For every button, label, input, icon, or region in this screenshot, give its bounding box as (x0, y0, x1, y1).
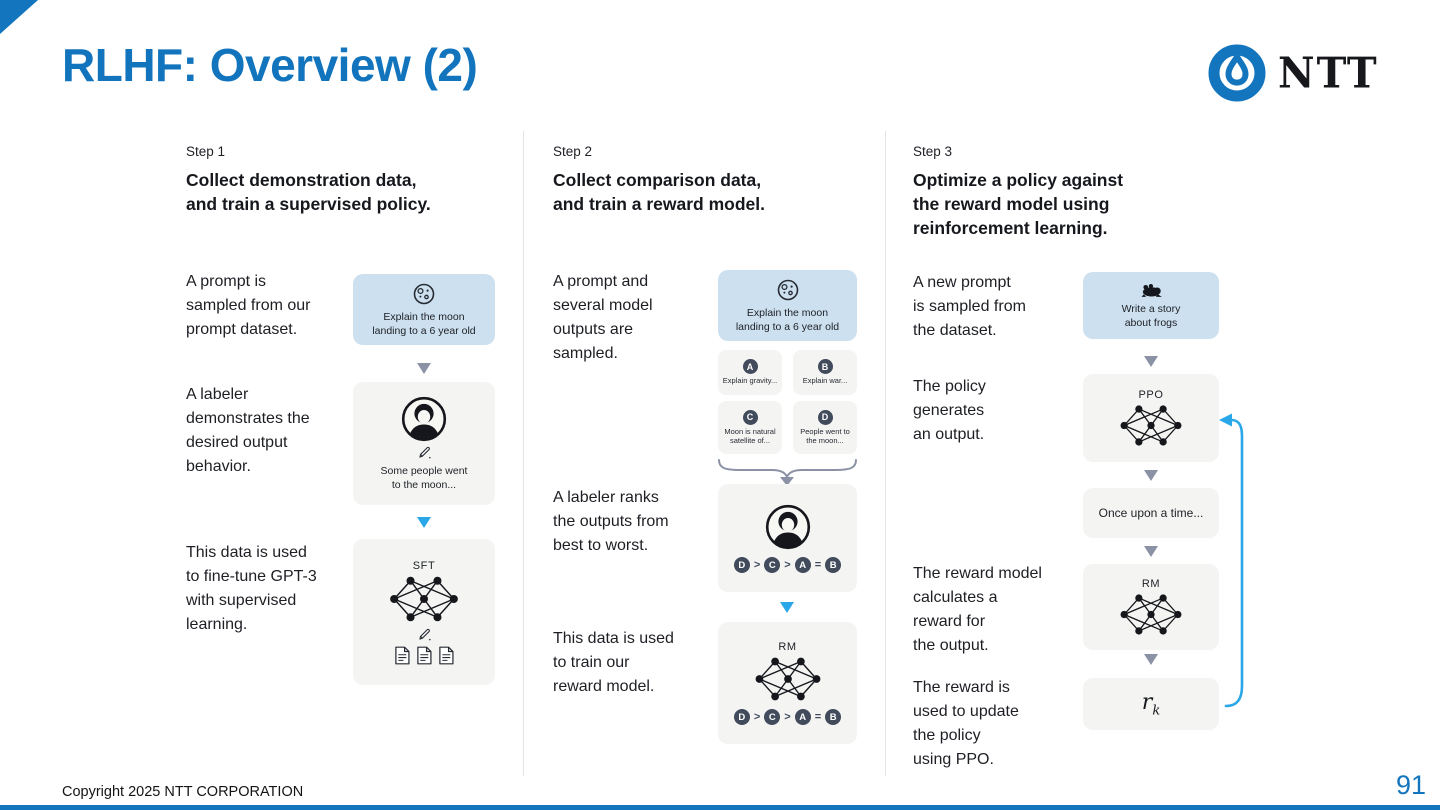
rm-label: RM (1141, 577, 1161, 590)
step1-prompt-card: Explain the moon landing to a 6 year old (353, 274, 495, 345)
document-icon (394, 646, 411, 665)
step1-labeler-card: Some people went to the moon... (353, 382, 495, 505)
step3-row2-text: The policy generates an output. (913, 378, 986, 443)
reward-symbol: rk (1141, 689, 1161, 719)
arrow-down-icon (1144, 654, 1158, 665)
rank-badge: A (794, 709, 811, 725)
step1-demo-caption: Some people went to the moon... (380, 465, 468, 491)
step2-label: Step 2 (553, 144, 593, 159)
rank-op: > (784, 559, 791, 571)
output-text-d: People went to the moon... (800, 426, 850, 446)
rank-op: = (814, 559, 822, 571)
step3-row4-text: The reward is used to update the policy … (913, 679, 1019, 768)
step3-ppo-card: PPO (1083, 374, 1219, 462)
step3-prompt-card: Write a story about frogs (1083, 272, 1219, 339)
document-icon (438, 646, 455, 665)
sft-label: SFT (412, 559, 436, 572)
rank-badge: C (764, 557, 781, 573)
rm-label: RM (778, 641, 797, 653)
output-badge-a: A (742, 359, 758, 375)
page-title: RLHF: Overview (2) (62, 39, 478, 91)
rank-badge: B (825, 557, 842, 573)
rank-badge: B (825, 709, 842, 725)
moon-icon (412, 282, 436, 306)
bottom-accent-bar (0, 805, 1440, 810)
page-number: 91 (1395, 770, 1426, 800)
step1-sft-card: SFT (353, 539, 495, 685)
ppo-label: PPO (1138, 388, 1164, 401)
step2-heading: Collect comparison data, and train a rew… (553, 170, 765, 214)
step3-rm-card: RM (1083, 564, 1219, 650)
rank-op: > (753, 559, 761, 571)
step1-prompt-caption: Explain the moon landing to a 6 year old (372, 310, 476, 337)
column-divider (523, 131, 524, 776)
output-text-a: Explain gravity... (722, 376, 778, 386)
neural-network-icon (753, 655, 823, 703)
step2-rm-card: RM D > C > A = B (718, 622, 857, 744)
rank-op: = (814, 711, 822, 723)
labeler-avatar-icon (400, 395, 448, 443)
step3-row1-text: A new prompt is sampled from the dataset… (913, 274, 1026, 339)
output-badge-b: B (817, 359, 833, 375)
step2-prompt-card: Explain the moon landing to a 6 year old (718, 270, 857, 341)
arrow-down-blue-icon (780, 602, 794, 613)
step2-row3-text: This data is used to train our reward mo… (553, 630, 674, 695)
step1-label: Step 1 (186, 144, 226, 159)
document-icon (416, 646, 433, 665)
step2-prompt-caption: Explain the moon landing to a 6 year old (735, 306, 840, 333)
arrow-down-icon (1144, 470, 1158, 481)
neural-network-icon (387, 574, 461, 624)
labeler-avatar-icon (764, 503, 812, 551)
step1-heading: Collect demonstration data, and train a … (186, 170, 431, 214)
step3-reward-card: rk (1083, 678, 1219, 730)
rank-op: > (753, 711, 761, 723)
step2-labeler-card: D > C > A = B (718, 484, 857, 592)
arrow-down-icon (1144, 356, 1158, 367)
output-card-a: A Explain gravity... (718, 350, 782, 395)
ranking-row: D > C > A = B (733, 557, 842, 573)
pencil-icon (417, 627, 432, 642)
corner-accent-shape (0, 0, 38, 34)
step1-row2-text: A labeler demonstrates the desired outpu… (186, 386, 310, 475)
step2-row1-text: A prompt and several model outputs are s… (553, 273, 653, 362)
output-card-d: D People went to the moon... (793, 401, 857, 454)
arrow-down-icon (417, 363, 431, 374)
ntt-logo-text: NTT (1278, 48, 1379, 98)
neural-network-icon (1118, 403, 1184, 448)
feedback-loop-arrow-icon (1219, 413, 1244, 708)
step3-row3-text: The reward model calculates a reward for… (913, 565, 1042, 654)
output-card-b: B Explain war... (793, 350, 857, 395)
rank-op: > (784, 711, 791, 723)
output-card-c: C Moon is natural satellite of... (718, 401, 782, 454)
documents-row (394, 646, 455, 665)
brace-merge-arrow-icon (718, 459, 857, 486)
step3-prompt-caption: Write a story about frogs (1121, 303, 1181, 329)
step2-row2-text: A labeler ranks the outputs from best to… (553, 489, 669, 554)
arrow-down-icon (1144, 546, 1158, 557)
step3-output-card: Once upon a time... (1083, 488, 1219, 538)
ranking-row: D > C > A = B (733, 709, 842, 725)
arrow-down-blue-icon (417, 517, 431, 528)
moon-icon (776, 278, 800, 302)
rank-badge: D (733, 557, 750, 573)
output-badge-d: D (817, 409, 833, 425)
output-text-b: Explain war... (802, 376, 848, 386)
copyright-text: Copyright 2025 NTT CORPORATION (62, 784, 304, 800)
step1-row1-text: A prompt is sampled from our prompt data… (186, 273, 311, 338)
neural-network-icon (1118, 592, 1184, 637)
rank-badge: D (733, 709, 750, 725)
output-badge-c: C (742, 409, 758, 425)
step3-heading: Optimize a policy against the reward mod… (913, 170, 1124, 238)
pencil-icon (417, 445, 432, 460)
rank-badge: A (794, 557, 811, 573)
step3-label: Step 3 (913, 144, 953, 159)
ntt-logo-icon (1208, 44, 1266, 102)
output-text-c: Moon is natural satellite of... (724, 426, 776, 446)
frog-icon (1139, 281, 1164, 298)
step3-output-text: Once upon a time... (1098, 506, 1204, 520)
rank-badge: C (764, 709, 781, 725)
step1-row3-text: This data is used to fine-tune GPT-3 wit… (186, 544, 317, 633)
ntt-logo: NTT (1208, 44, 1379, 102)
column-divider (885, 131, 886, 776)
